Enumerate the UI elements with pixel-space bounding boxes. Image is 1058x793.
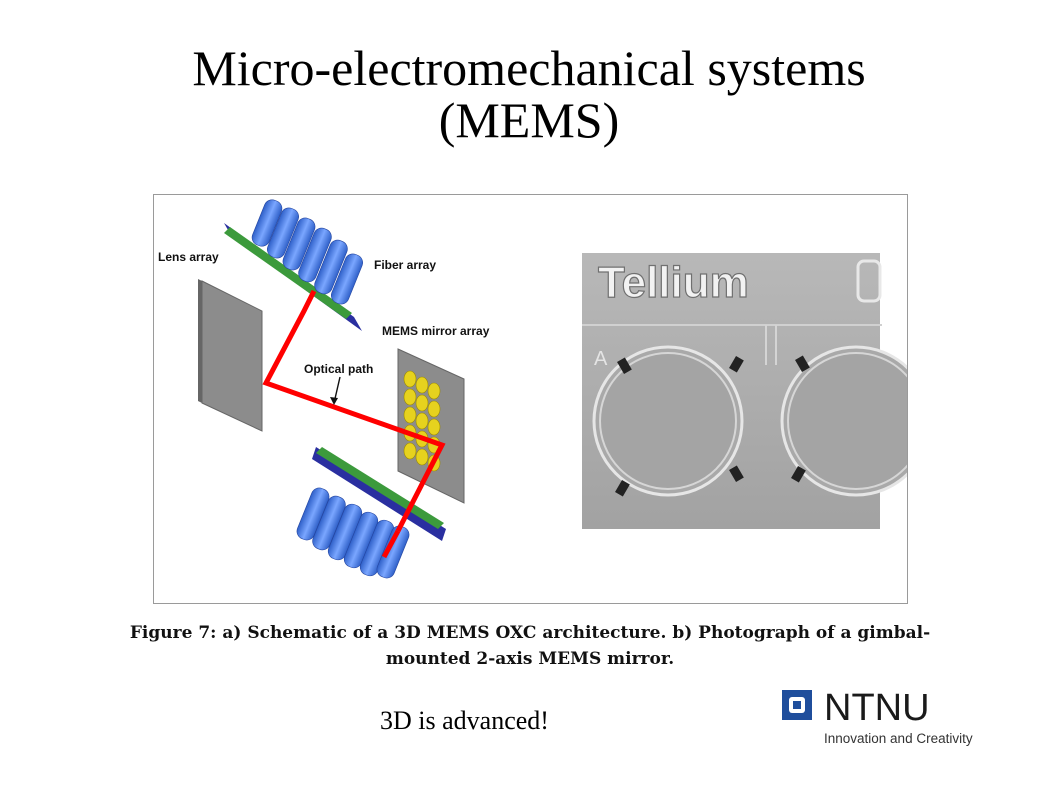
reflector-panel [198, 279, 263, 432]
mirror-disc-left [592, 345, 744, 497]
caption-line-1: Figure 7: a) Schematic of a 3D MEMS OXC … [129, 623, 931, 643]
ntnu-logo: NTNU Innovation and Creativity [782, 687, 1012, 758]
photo-marker: A [594, 348, 608, 370]
figure-frame: Lens array Fiber array MEMS mirror array… [153, 194, 932, 604]
oxc-figure: Lens array Fiber array MEMS mirror array… [158, 199, 932, 579]
title-line-1: Micro-electromechanical systems [192, 40, 866, 96]
slide-title: Micro-electromechanical systems (MEMS) [0, 42, 1058, 146]
ntnu-wordmark: NTNU [824, 688, 930, 729]
label-fiber-array: Fiber array [374, 258, 436, 272]
optical-path-line [262, 289, 446, 533]
caption-line-2: mounted 2-axis MEMS mirror. [385, 649, 675, 669]
mems-mirror-panel [397, 348, 465, 504]
slide-note: 3D is advanced! [380, 706, 549, 735]
ntnu-tagline: Innovation and Creativity [824, 731, 973, 746]
label-lens-array: Lens array [158, 250, 219, 264]
mems-mirror-photo: Tellium A [582, 253, 932, 529]
photo-brand-text: Tellium [598, 258, 749, 307]
label-mems-mirror-array: MEMS mirror array [382, 324, 490, 338]
oxc-schematic: Lens array Fiber array MEMS mirror array… [158, 199, 490, 579]
label-optical-path: Optical path [304, 362, 373, 376]
upper-fiber-lens-assembly [224, 199, 363, 331]
figure-caption: Figure 7: a) Schematic of a 3D MEMS OXC … [80, 620, 980, 672]
ntnu-logo-mark: NTNU Innovation and Creativity [782, 687, 973, 746]
mirror-disc-right [780, 345, 932, 497]
title-line-2: (MEMS) [438, 92, 620, 148]
